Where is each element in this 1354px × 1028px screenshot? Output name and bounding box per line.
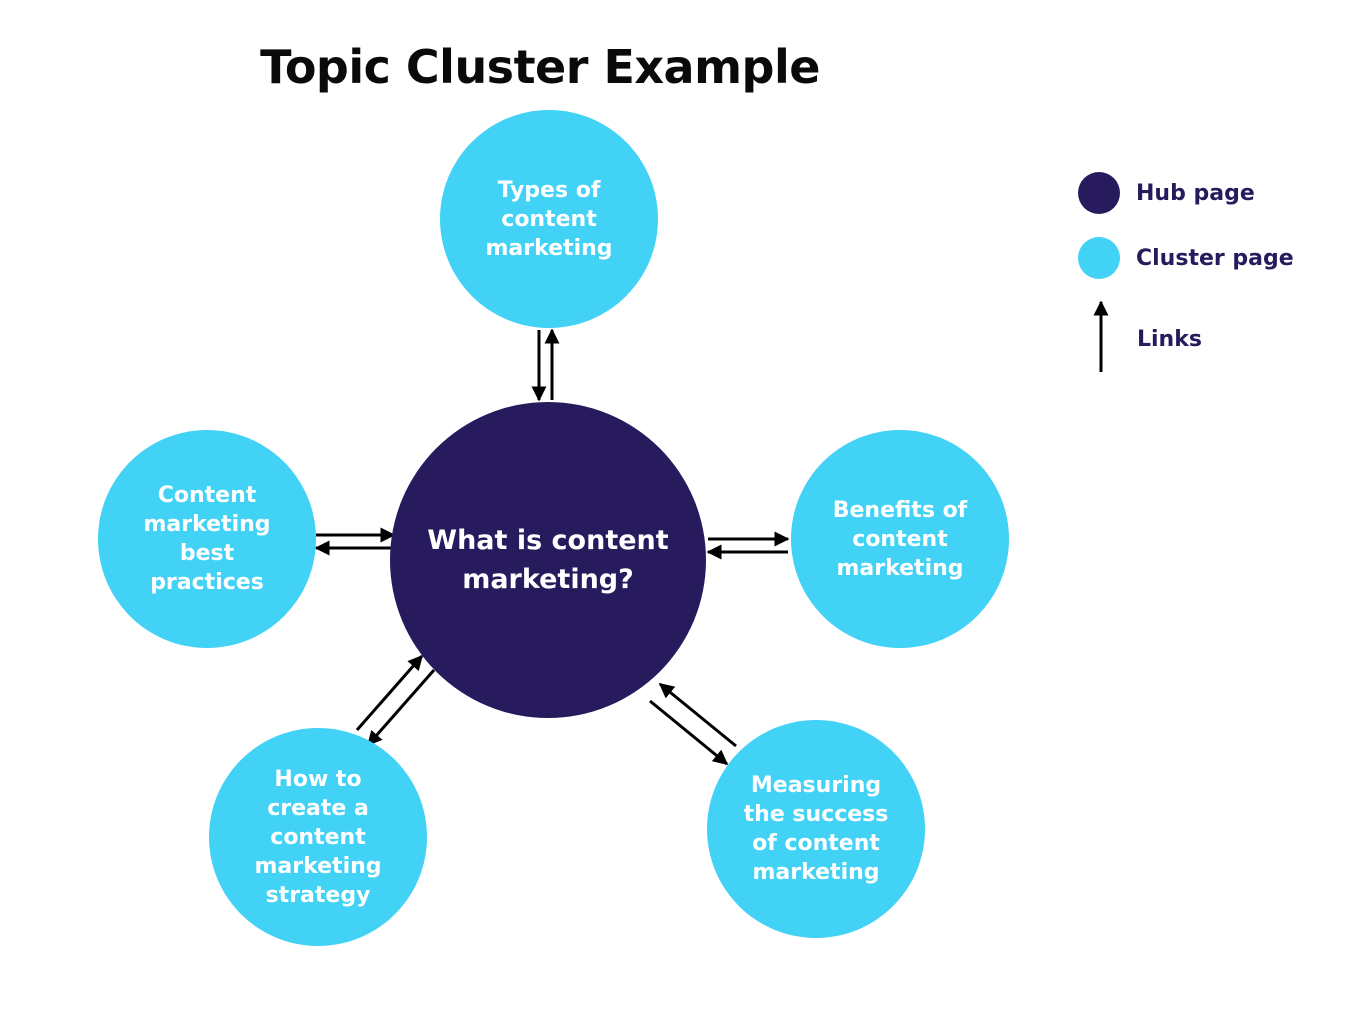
legend-cluster-label: Cluster page bbox=[1136, 245, 1294, 271]
cluster-label: Types of content marketing bbox=[485, 177, 613, 261]
legend-cluster: Cluster page bbox=[1078, 237, 1294, 279]
cluster-node-strategy: How to create a content marketing strate… bbox=[209, 728, 427, 946]
arrow-hub-to-measuring bbox=[649, 699, 729, 766]
hub-label: What is content marketing? bbox=[427, 525, 669, 595]
legend-hub-label: Hub page bbox=[1136, 180, 1255, 206]
diagram-title: Topic Cluster Example bbox=[260, 40, 820, 94]
hub-dot-icon bbox=[1078, 172, 1120, 214]
cluster-node-measuring: Measuring the success of content marketi… bbox=[707, 720, 925, 938]
cluster-node-benefits: Benefits of content marketing bbox=[791, 430, 1009, 648]
cluster-label: How to create a content marketing strate… bbox=[254, 766, 382, 908]
arrow-strategy-to-hub bbox=[355, 654, 424, 731]
cluster-label: Measuring the success of content marketi… bbox=[743, 773, 889, 885]
cluster-node-best-practices: Content marketing best practices bbox=[98, 430, 316, 648]
arrow-hub-to-strategy bbox=[366, 669, 436, 747]
legend-links-label: Links bbox=[1137, 327, 1202, 352]
legend-links: Links bbox=[1137, 327, 1202, 352]
cluster-label: Benefits of content marketing bbox=[832, 497, 968, 581]
arrow-measuring-to-hub bbox=[658, 682, 737, 748]
legend-hub: Hub page bbox=[1078, 172, 1255, 214]
cluster-node-types: Types of content marketing bbox=[440, 110, 658, 328]
cluster-dot-icon bbox=[1078, 237, 1120, 279]
hub-node: What is content marketing? bbox=[390, 402, 706, 718]
cluster-label: Content marketing best practices bbox=[143, 483, 271, 595]
